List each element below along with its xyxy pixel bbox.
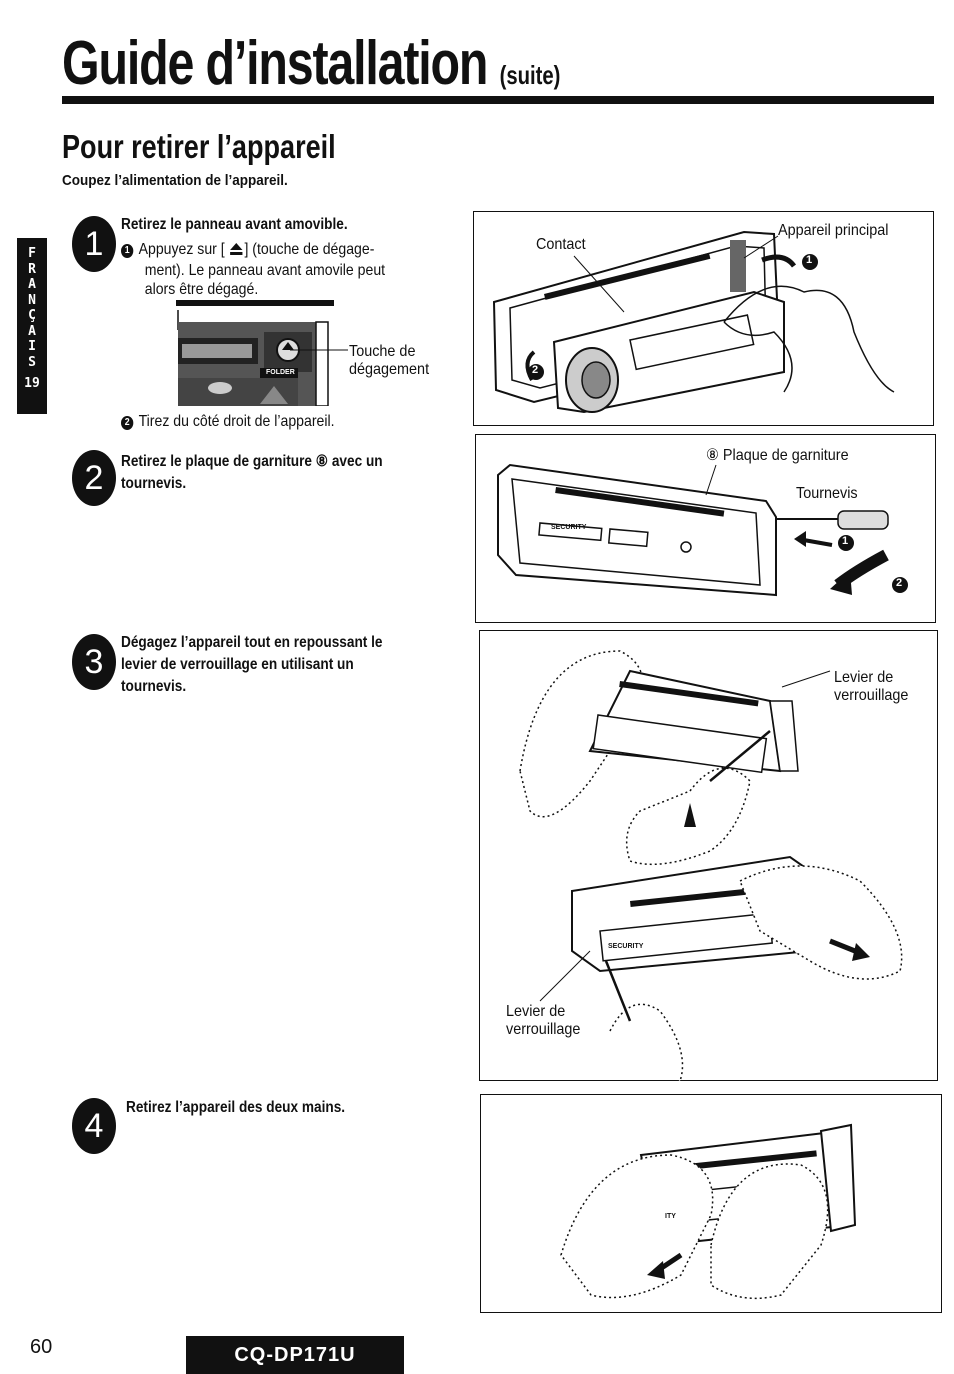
step-1-item-1-text-a: Appuyez sur [ — [138, 241, 225, 258]
fig3-security-text: SECURITY — [608, 943, 644, 950]
page-title-text: Guide d’installation — [62, 29, 488, 98]
side-tab-letter: S — [28, 354, 36, 370]
step-2-title: Retirez le plaque de garniture ⑧ avec un… — [121, 451, 383, 495]
title-rule — [62, 96, 934, 104]
side-tab-letter: A — [28, 323, 36, 339]
step-3-title: Dégagez l’appareil tout en repoussant le… — [121, 632, 382, 698]
page-title-suffix: (suite) — [499, 60, 561, 90]
step-3-title-line3: tournevis. — [121, 678, 187, 695]
figure-2-trim-plate: ⑧ Plaque de garniture Tournevis SECURITY… — [475, 434, 936, 623]
figure-4-illustration — [560, 1123, 857, 1300]
figure-1-remove-front-panel: Contact Appareil principal 1 2 — [473, 211, 934, 426]
marker-2: 2 — [121, 416, 134, 430]
side-tab-page: 19 — [24, 376, 40, 391]
marker-1: 1 — [121, 244, 134, 258]
page-number: 60 — [30, 1336, 53, 1358]
lock-lever-label-bottom: Levier de verrouillage — [506, 1003, 580, 1039]
model-badge: CQ-DP171U — [186, 1336, 404, 1374]
step-1-item-1-line3: alors être dégagé. — [144, 281, 259, 298]
contact-label: Contact — [536, 236, 586, 253]
release-button-label-line2: dégagement — [349, 361, 430, 378]
section-intro: Coupez l’alimentation de l’appareil. — [62, 172, 288, 189]
step-3-title-line2: levier de verrouillage en utilisant un — [121, 656, 354, 673]
side-tab-letter: R — [28, 261, 36, 277]
lock-lever-label-bottom-line2: verrouillage — [506, 1021, 581, 1038]
step-3-badge: 3 — [72, 634, 116, 690]
release-button-label: Touche de dégagement — [349, 343, 429, 379]
step-1-item-1: 1 Appuyez sur [ ] (touche de dégage- ment… — [121, 240, 438, 299]
fig1-marker-1: 1 — [806, 254, 813, 266]
step-4-title: Retirez l’appareil des deux mains. — [126, 1099, 346, 1116]
trim-plate-label: ⑧ Plaque de garniture — [706, 447, 849, 464]
callout-line — [290, 349, 348, 351]
step-1-item-1-text-b: ] (touche de dégage- — [244, 241, 375, 258]
release-button-inset: FOLDER — [176, 300, 336, 407]
fig4-security-text: ITY — [665, 1213, 676, 1220]
step-1-badge: 1 — [72, 216, 116, 272]
side-tab-letter: A — [28, 277, 36, 292]
step-3-title-line1: Dégagez l’appareil tout en repoussant le — [121, 634, 383, 651]
side-tab-letter: F — [28, 246, 36, 261]
step-2-badge: 2 — [72, 450, 116, 506]
fig2-marker-2: 2 — [896, 577, 903, 589]
screwdriver-label: Tournevis — [796, 485, 858, 502]
folder-button-label: FOLDER — [266, 369, 295, 376]
page-title: Guide d’installation (suite) — [62, 28, 560, 99]
main-unit-label: Appareil principal — [778, 222, 889, 239]
lock-lever-label-bottom-line1: Levier de — [506, 1003, 566, 1020]
fig2-marker-1: 1 — [842, 535, 849, 547]
step-2-title-line1: Retirez le plaque de garniture ⑧ avec un — [121, 453, 383, 470]
step-1-item-2: 2 Tirez du côté droit de l’appareil. — [121, 412, 335, 431]
fig2-security-text: SECURITY — [551, 524, 587, 531]
figure-3-illustration — [519, 650, 903, 1082]
step-4-badge: 4 — [72, 1098, 116, 1154]
step-1-title: Retirez le panneau avant amovible. — [121, 216, 348, 233]
figure-3-release-lever: Levier de verrouillage Levier de verroui… — [479, 630, 938, 1082]
figure-2-illustration — [497, 463, 908, 597]
release-button-label-line1: Touche de — [349, 343, 416, 360]
language-side-tab: F R A N Ç A I S 19 — [17, 238, 47, 414]
fig1-marker-2: 2 — [532, 364, 539, 376]
lock-lever-label-top-line1: Levier de — [834, 669, 894, 686]
eject-icon — [229, 242, 245, 261]
step-2-title-line2: tournevis. — [121, 475, 187, 492]
lock-lever-label-top: Levier de verrouillage — [834, 669, 908, 705]
side-tab-letter: Ç — [28, 308, 36, 323]
lock-lever-label-top-line2: verrouillage — [834, 687, 909, 704]
step-1-item-2-text: Tirez du côté droit de l’appareil. — [138, 413, 335, 430]
side-tab-letter: N — [28, 292, 36, 308]
section-heading: Pour retirer l’appareil — [62, 128, 336, 165]
figure-1-illustration — [492, 230, 895, 414]
step-1-item-1-line2: ment). Le panneau avant amovile peut — [144, 262, 386, 279]
figure-4-remove-unit: ITY — [480, 1094, 942, 1313]
side-tab-letter: I — [28, 339, 36, 354]
